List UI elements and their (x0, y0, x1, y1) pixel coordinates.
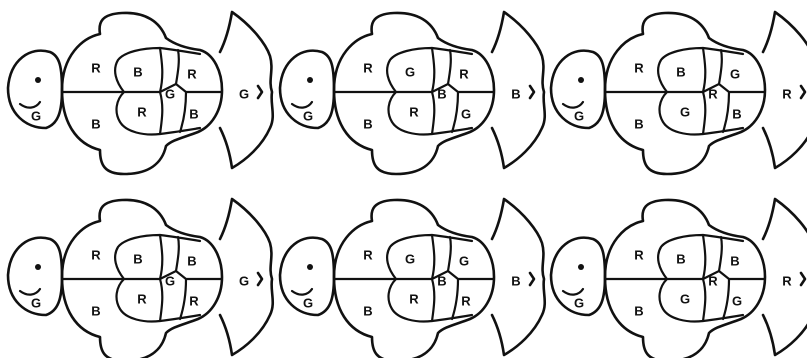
region-label-right-upper: B (730, 254, 739, 269)
region-label-left-lower: B (91, 117, 100, 132)
eye-dot (307, 77, 313, 83)
region-label-mouth: G (31, 109, 41, 124)
region-label-left-upper: R (91, 61, 101, 76)
region-label-right-upper: R (459, 67, 469, 82)
region-label-left-lower: B (634, 304, 643, 319)
region-label-right-lower: G (461, 107, 471, 122)
body-outline (62, 13, 222, 174)
region-label-right-upper: B (187, 254, 196, 269)
region-label-right-lower: R (189, 294, 199, 309)
region-label-center: B (437, 87, 446, 102)
region-label-mouth: G (574, 296, 584, 311)
eye-dot (307, 264, 313, 270)
region-label-mid-upper: B (133, 252, 142, 267)
body-outline (605, 13, 765, 174)
mouth-line (292, 102, 312, 108)
region-label-center: G (165, 87, 175, 102)
region-label-center: G (165, 274, 175, 289)
region-label-right-lower: R (461, 294, 471, 309)
region-label-mid-upper: G (405, 65, 415, 80)
region-label-left-lower: B (634, 117, 643, 132)
region-label-mouth: G (303, 109, 313, 124)
region-label-mid-lower: R (409, 292, 419, 307)
region-label-mid-lower: G (680, 105, 690, 120)
region-label-right-upper: R (187, 67, 197, 82)
region-label-mid-upper: B (133, 65, 142, 80)
region-label-left-lower: B (91, 304, 100, 319)
region-label-mouth: G (31, 296, 41, 311)
region-label-tail: G (239, 274, 249, 289)
tail-joint (530, 86, 534, 98)
region-label-mid-lower: R (409, 105, 419, 120)
region-label-tail: B (511, 87, 520, 102)
region-label-tail: R (782, 87, 792, 102)
mouth-line (20, 289, 40, 295)
region-label-mid-upper: G (405, 252, 415, 267)
tail-joint (258, 273, 262, 285)
region-label-left-upper: R (363, 248, 373, 263)
tail-joint (801, 86, 805, 98)
region-label-right-lower: B (732, 107, 741, 122)
eye-dot (578, 77, 584, 83)
region-label-left-upper: R (91, 248, 101, 263)
region-label-center: R (708, 274, 718, 289)
fish-figure-2: RBGRBRGBG (280, 12, 545, 174)
region-label-center: B (437, 274, 446, 289)
mouth-line (563, 102, 583, 108)
region-label-left-lower: B (363, 304, 372, 319)
mouth-line (563, 289, 583, 295)
tail-joint (530, 273, 534, 285)
region-label-left-lower: B (363, 117, 372, 132)
region-label-mouth: G (303, 296, 313, 311)
region-label-mid-lower: R (137, 292, 147, 307)
region-label-left-upper: R (634, 61, 644, 76)
region-label-mid-upper: B (676, 65, 685, 80)
region-label-mid-upper: B (676, 252, 685, 267)
region-label-right-upper: G (459, 254, 469, 269)
tail-joint (801, 273, 805, 285)
region-label-center: R (708, 87, 718, 102)
region-label-left-upper: R (634, 248, 644, 263)
mouth-line (292, 289, 312, 295)
tail-joint (258, 86, 262, 98)
region-label-tail: R (782, 274, 792, 289)
region-label-tail: B (511, 274, 520, 289)
region-label-mouth: G (574, 109, 584, 124)
region-label-mid-lower: R (137, 105, 147, 120)
eye-dot (35, 264, 41, 270)
body-outline (334, 13, 494, 174)
region-label-mid-lower: G (680, 292, 690, 307)
region-label-right-lower: B (189, 107, 198, 122)
region-label-right-lower: G (732, 294, 742, 309)
region-label-right-upper: G (730, 67, 740, 82)
region-label-left-upper: R (363, 61, 373, 76)
mouth-line (20, 102, 40, 108)
eye-dot (578, 264, 584, 270)
eye-dot (35, 77, 41, 83)
region-label-tail: G (239, 87, 249, 102)
